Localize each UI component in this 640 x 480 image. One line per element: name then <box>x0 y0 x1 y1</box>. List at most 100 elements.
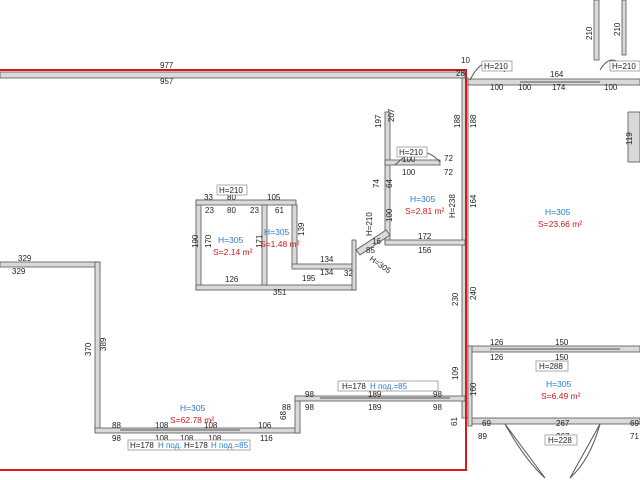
dim-188: 188 <box>453 114 462 128</box>
dim-134b: 134 <box>320 268 334 277</box>
room-label-bath[interactable]: H=305 S=2.14 m² <box>213 235 253 257</box>
dim-61: 61 <box>275 206 284 215</box>
dim-351: 351 <box>273 288 287 297</box>
room-label-bedroom[interactable]: H=305 S=23.66 m² <box>538 207 582 229</box>
tag-h210-vert: H=210 <box>365 212 374 236</box>
dim-188b: 188 <box>469 114 478 128</box>
dim-160: 160 <box>469 382 478 396</box>
dim-80a: 80 <box>227 193 236 202</box>
dim-68: 68 <box>279 411 288 420</box>
dim-108a: 108 <box>155 421 169 430</box>
room-label-closet[interactable]: H=305 S=2.81 m² <box>405 194 445 216</box>
dim-74: 74 <box>372 179 381 188</box>
tag-hpod85-left: H под.=85 <box>211 441 249 450</box>
selection-outline[interactable] <box>0 69 467 471</box>
dim-197: 197 <box>374 114 383 128</box>
door-arc-bottom-2 <box>569 423 601 479</box>
dim-156: 156 <box>418 246 432 255</box>
tag-h178-left: H=178 <box>130 441 154 450</box>
dim-108c: 108 <box>155 434 169 443</box>
dim-170: 170 <box>204 234 213 248</box>
dim-69a: 69 <box>482 419 491 428</box>
dim-80b: 80 <box>227 206 236 215</box>
dim-150b: 150 <box>555 353 569 362</box>
room-label-wc[interactable]: H=305 S=1.48 m² <box>260 227 300 249</box>
dim-370: 370 <box>84 342 93 356</box>
room-area: S=2.81 m² <box>405 206 445 216</box>
dim-164-b: 164 <box>469 194 478 208</box>
tag-h178-right: H=178 <box>342 382 366 391</box>
dim-72b: 72 <box>444 168 453 177</box>
dim-32: 32 <box>344 269 353 278</box>
tag-h210-top-right: H=210 <box>484 62 508 71</box>
tag-box-h288 <box>535 360 569 372</box>
room-area: S=23.66 m² <box>538 219 582 229</box>
tag-h228: H=228 <box>548 436 572 445</box>
room-height: H=305 <box>546 379 572 389</box>
tag-h238: H=238 <box>448 194 457 218</box>
dim-top-outer: 977 <box>160 61 174 70</box>
room-label-balcony[interactable]: H=305 S=6.49 m² <box>541 379 581 401</box>
dim-389: 389 <box>99 337 108 351</box>
dim-71: 71 <box>630 432 639 441</box>
wall-bottom-step <box>294 395 301 434</box>
dim-329b: 329 <box>12 267 26 276</box>
dim-100-f: 100 <box>385 208 394 222</box>
dim-98e: 98 <box>112 434 121 443</box>
dim-98d: 98 <box>433 403 442 412</box>
dim-108b: 108 <box>204 421 218 430</box>
dim-16: 16 <box>372 237 381 246</box>
wall-right-rooms-bottom <box>467 417 640 425</box>
dim-98b: 98 <box>433 390 442 399</box>
tag-box-h210-mid <box>216 184 248 196</box>
dim-28: 28 <box>456 69 465 78</box>
room-height: H=305 <box>410 194 436 204</box>
tag-hpod85-right: H под.=85 <box>370 382 408 391</box>
tag-box-h210-tr <box>481 60 513 72</box>
dim-10: 10 <box>461 56 470 65</box>
room-label-living[interactable]: H=305 S=62.78 m² <box>170 403 214 425</box>
dim-189b: 189 <box>368 403 382 412</box>
dim-69b: 69 <box>630 419 639 428</box>
dim-108e: 108 <box>208 434 222 443</box>
dim-126a: 126 <box>225 275 239 284</box>
dim-171: 171 <box>255 234 264 248</box>
dim-88b: 88 <box>282 403 291 412</box>
tag-h288: H=288 <box>539 362 563 371</box>
dim-72a: 72 <box>444 154 453 163</box>
door-arc-bottom <box>504 423 546 479</box>
wall-top-right-vertical <box>593 0 600 61</box>
dim-134a: 134 <box>320 255 334 264</box>
door-leaf-bottom <box>504 423 546 479</box>
dim-190: 190 <box>191 234 200 248</box>
room-area: S=1.48 m² <box>260 239 300 249</box>
dim-189a: 189 <box>368 390 382 399</box>
dim-98c: 98 <box>305 403 314 412</box>
tag-box-h210-tf <box>609 60 640 72</box>
wall-right-room-divider <box>467 345 473 427</box>
tag-box-h228 <box>544 434 578 446</box>
wall-bath-mid <box>261 204 268 286</box>
tag-box-h210-small <box>396 146 428 158</box>
dim-240: 240 <box>469 286 478 300</box>
dim-100-e: 100 <box>402 168 416 177</box>
wall-corridor-right <box>351 239 357 291</box>
wall-closet-h <box>384 159 441 166</box>
dim-207: 207 <box>387 108 396 122</box>
wall-top-right-vertical-2 <box>621 0 627 56</box>
dim-329a: 329 <box>18 254 32 263</box>
room-height: H=305 <box>545 207 571 217</box>
dim-210-top: 210 <box>585 26 594 40</box>
dim-116: 116 <box>260 434 273 443</box>
window-far-right <box>627 111 640 163</box>
room-height: H=305 <box>218 235 244 245</box>
dim-150a: 150 <box>555 338 569 347</box>
dim-267a: 267 <box>556 419 570 428</box>
dim-85: 85 <box>366 246 375 255</box>
dim-126b: 126 <box>490 338 504 347</box>
dim-164-a: 164 <box>550 70 564 79</box>
dim-174: 174 <box>552 83 566 92</box>
room-area: S=2.14 m² <box>213 247 253 257</box>
wall-top <box>0 71 466 79</box>
